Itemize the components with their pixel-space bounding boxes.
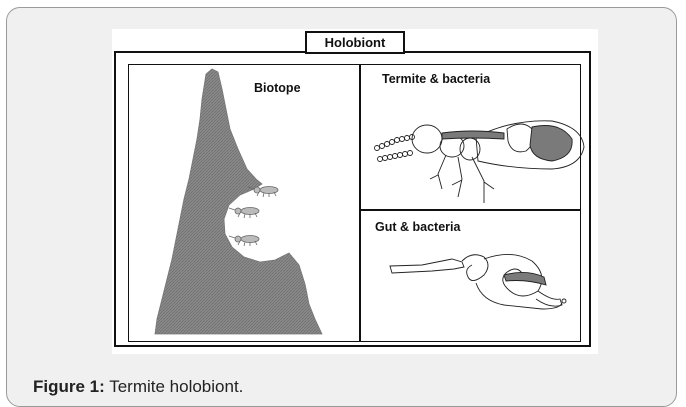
gut-bacteria-label: Gut & bacteria	[375, 220, 460, 234]
gut-anatomy-icon	[390, 254, 566, 309]
termite-bacteria-label: Termite & bacteria	[382, 72, 490, 86]
biotope-label: Biotope	[254, 81, 301, 95]
caption-text: Termite holobiont.	[105, 377, 244, 396]
figure-image: Holobiont	[112, 29, 598, 354]
figure-caption: Figure 1: Termite holobiont.	[33, 377, 243, 397]
termite-mound-shape	[155, 69, 322, 334]
caption-label: Figure 1:	[33, 377, 105, 396]
termite-anatomy-icon	[375, 121, 585, 203]
figure-illustration	[112, 29, 598, 354]
figure-card: Holobiont	[6, 7, 677, 407]
